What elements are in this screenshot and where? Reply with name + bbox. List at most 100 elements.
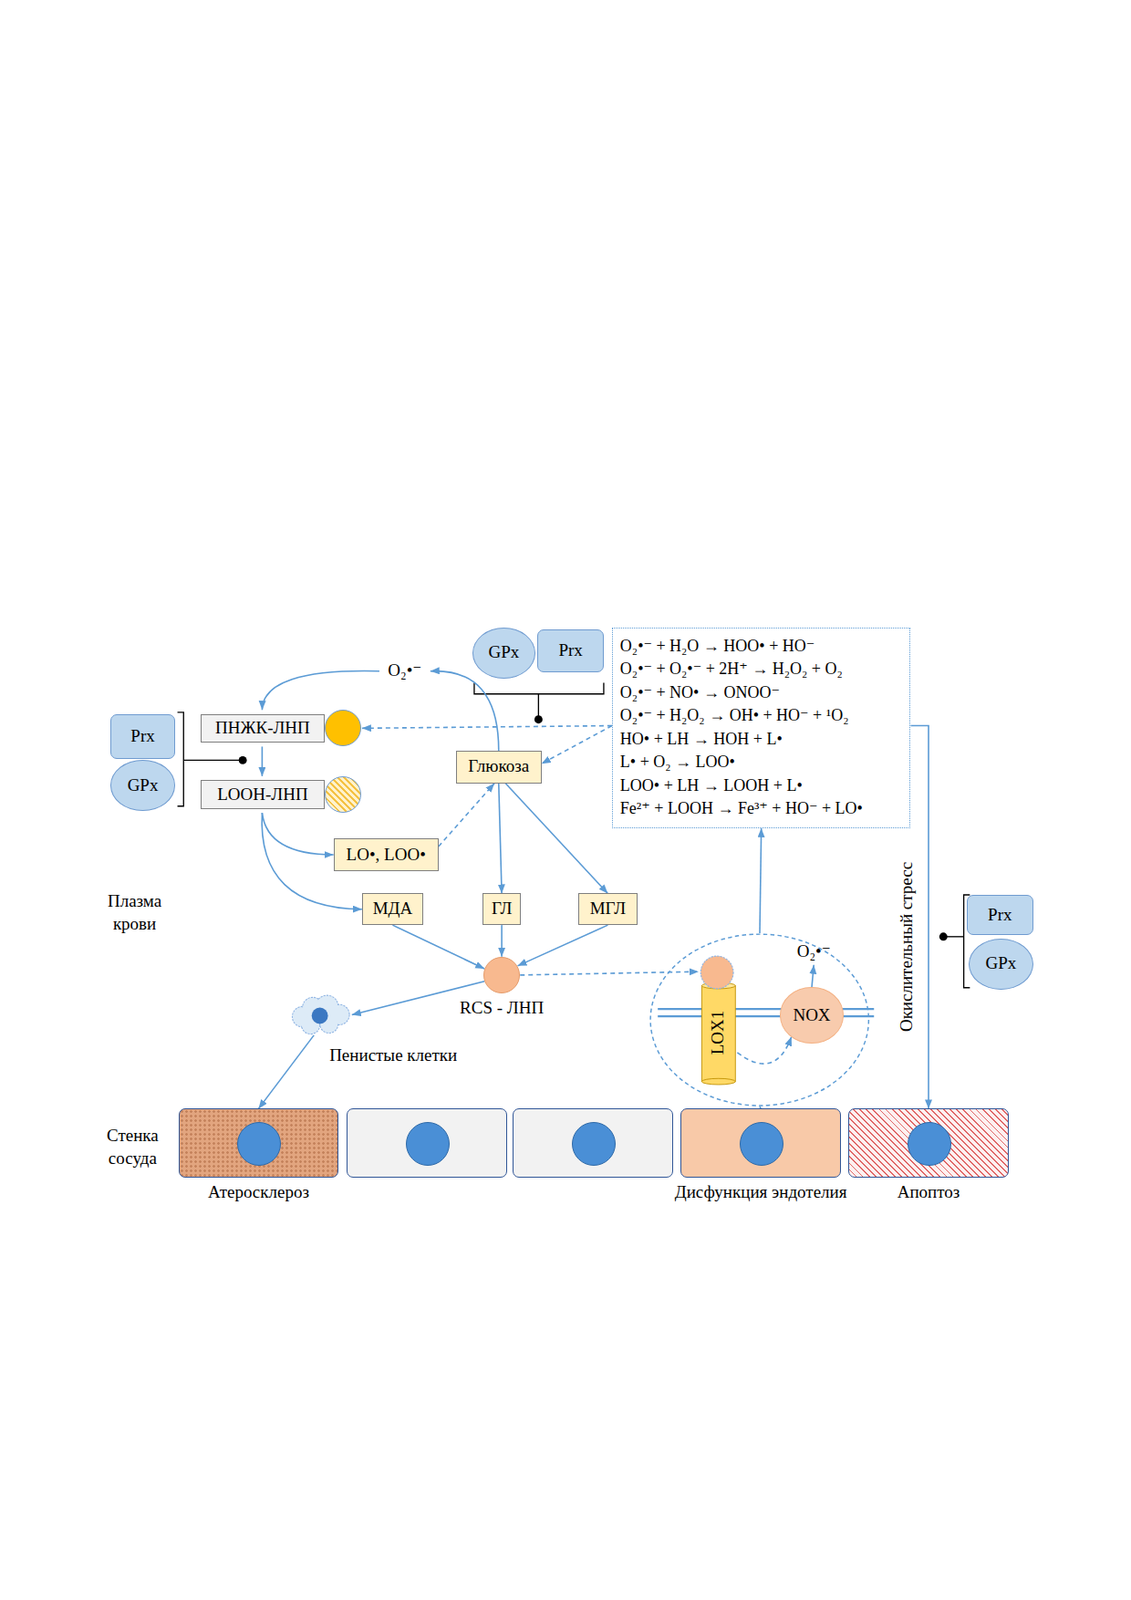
- inhibition-stem: [945, 935, 965, 937]
- cell-nucleus: [571, 1121, 616, 1166]
- node-text: Prx: [987, 904, 1012, 926]
- enzyme-ellipse: GPx: [472, 627, 536, 679]
- ldl-box: ПНЖК-ЛНП: [200, 709, 363, 747]
- process-box: ГЛ: [482, 892, 521, 925]
- radical-label: O₂•⁻: [379, 657, 431, 685]
- dashed-circle: [650, 933, 869, 1106]
- node-text: NOX: [792, 1005, 831, 1027]
- node-text: МДА: [373, 898, 414, 920]
- inhibition-stem: [183, 759, 241, 761]
- arrow: [261, 812, 333, 855]
- node-text: Пенистые клетки: [329, 1045, 457, 1067]
- process-box: LO•, LOO•: [333, 838, 439, 872]
- dashed-arrow: [541, 726, 613, 765]
- vessel-cell: [512, 1108, 674, 1178]
- receptor-body: [701, 985, 736, 1081]
- arrow: [261, 746, 264, 776]
- node-text: Дисфункция эндотелия: [674, 1182, 848, 1204]
- node-text: O₂•⁻ + NO• → ONOO⁻: [620, 681, 780, 706]
- inhibition-stem: [538, 694, 540, 719]
- rcs-ldl-circle: RCS - ЛНП: [483, 956, 520, 994]
- node-text: LOO• + LH → LOOH + L•: [620, 774, 803, 799]
- node-text: L• + O₂ → LOO•: [620, 750, 736, 775]
- node-text: LO•, LOO•: [346, 844, 426, 866]
- inhibition-dot: [238, 756, 248, 765]
- cell-nucleus: [405, 1121, 450, 1166]
- node-text: Глюкоза: [467, 756, 530, 778]
- inhibition-dot: [534, 715, 543, 724]
- arrow: [258, 1035, 314, 1110]
- arrow: [261, 670, 380, 710]
- cell-nucleus: [237, 1121, 281, 1166]
- node-text: LOOH-ЛНП: [217, 784, 308, 806]
- ldl-label-box: LOOH-ЛНП: [200, 779, 324, 809]
- arrow: [430, 671, 499, 751]
- nox-circle: NOX: [779, 986, 843, 1043]
- vessel-cell: Дисфункция эндотелия: [680, 1108, 842, 1178]
- node-text: GPx: [127, 775, 159, 797]
- node-text: Fe²⁺ + LOOH → Fe³⁺ + HO⁻ + LO•: [620, 797, 863, 821]
- arrow: [518, 924, 609, 966]
- dashed-arrow: [438, 783, 495, 847]
- lox1-receptor: LOX1: [698, 954, 737, 1086]
- radical-label: O₂•⁻: [791, 938, 837, 965]
- arrow: [759, 828, 762, 934]
- node-text: ПНЖК-ЛНП: [215, 717, 311, 739]
- node-text: O₂•⁻: [797, 941, 831, 963]
- region-label: Стенка сосуда: [92, 1124, 174, 1170]
- ldl-particle: [324, 709, 362, 747]
- process-box: МГЛ: [578, 892, 638, 925]
- inhibition-dot: [939, 932, 948, 941]
- foam-cell: Пенистые клетки: [288, 994, 352, 1036]
- node-text: Атеросклероз: [207, 1182, 310, 1204]
- enzyme-ellipse: GPx: [968, 938, 1033, 990]
- dashed-arrow: [362, 726, 613, 729]
- node-text: Prx: [130, 726, 155, 748]
- process-box: МДА: [362, 892, 424, 925]
- node-text: O₂•⁻ + H₂O → HOO• + HO⁻: [620, 634, 815, 659]
- ldl-label-box: ПНЖК-ЛНП: [200, 714, 324, 743]
- cell-nucleus: [907, 1121, 952, 1166]
- enzyme-box: Prx: [966, 894, 1034, 936]
- region-label: Плазма крови: [93, 890, 176, 935]
- enzyme-box: Prx: [537, 629, 604, 673]
- cell-nucleus: [311, 1007, 329, 1025]
- arrow: [392, 924, 485, 969]
- node-text: Апоптоз: [897, 1182, 961, 1204]
- bound-rcs-ldl: [700, 955, 734, 989]
- node-text: МГЛ: [590, 898, 626, 920]
- node-text: Prx: [558, 640, 582, 662]
- ldl-particle: [324, 776, 362, 813]
- node-text: HO• + LH → HOH + L•: [620, 727, 783, 752]
- node-text: LOX1: [707, 1010, 729, 1056]
- vessel-cell: Атеросклероз: [178, 1108, 340, 1178]
- ldl-box: LOOH-ЛНП: [200, 776, 363, 813]
- arrow: [811, 964, 814, 988]
- bracket: [177, 712, 185, 807]
- bracket: [474, 682, 604, 694]
- dashed-arrow: [519, 971, 699, 976]
- arrow: [498, 783, 502, 894]
- arrow: [500, 924, 503, 957]
- cloud-shape: [288, 994, 352, 1036]
- node-text: ГЛ: [491, 898, 512, 920]
- node-text: O₂•⁻: [387, 660, 422, 682]
- enzyme-ellipse: GPx: [110, 759, 177, 811]
- node-text: GPx: [487, 642, 519, 664]
- enzyme-box: Prx: [110, 714, 177, 759]
- receptor-cap: [701, 1078, 736, 1085]
- node-text: RCS - ЛНП: [459, 997, 544, 1019]
- membrane-region: LOX1 NOX O₂•⁻: [649, 933, 871, 1107]
- node-text: O₂•⁻ + H₂O₂ → OH• + HO⁻ + ¹O₂: [620, 704, 850, 728]
- node-text: GPx: [985, 953, 1017, 975]
- vessel-cell: [346, 1108, 508, 1178]
- process-box: Глюкоза: [456, 750, 542, 784]
- reaction-box: O₂•⁻ + H₂O → HOO• + HO⁻O₂•⁻ + O₂•⁻ + 2H⁺…: [612, 627, 912, 829]
- dashed-arrow: [736, 1037, 791, 1065]
- cell-nucleus: [739, 1121, 784, 1166]
- arrow: [505, 783, 608, 894]
- vessel-cell: Апоптоз: [848, 1108, 1009, 1178]
